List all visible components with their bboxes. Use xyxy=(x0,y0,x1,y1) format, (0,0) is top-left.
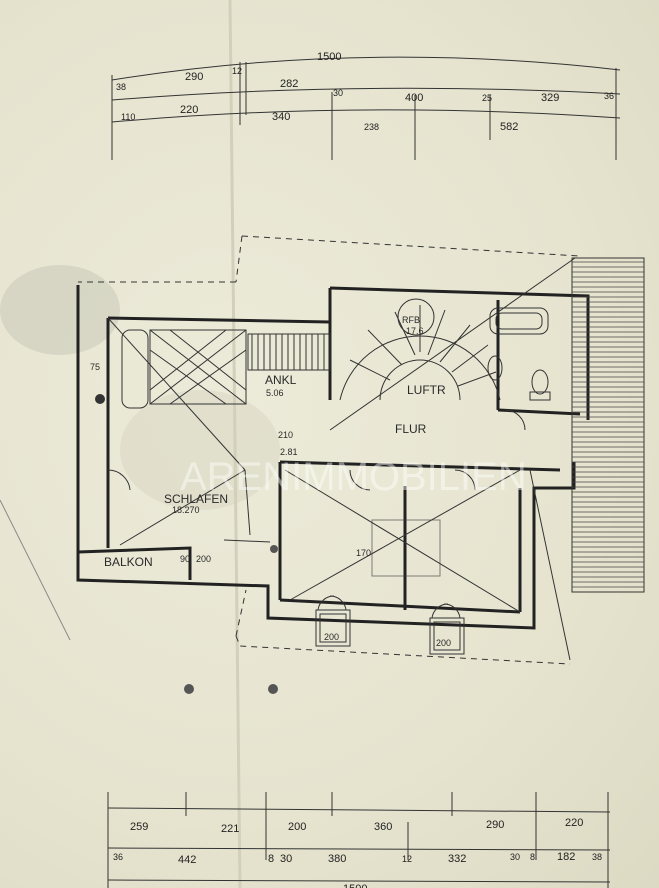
top-dimension-chain xyxy=(111,56,621,160)
dim-label: 582 xyxy=(500,121,518,133)
window-bay-right xyxy=(429,603,465,655)
shower-tray xyxy=(149,329,247,405)
center-dim: 170 xyxy=(356,548,371,558)
dim-label: 200 xyxy=(288,821,306,833)
dim-label: 30 xyxy=(333,88,343,98)
dim-label: 238 xyxy=(364,122,379,132)
window-dim: 75 xyxy=(90,362,100,372)
room-label-ankl: ANKL xyxy=(265,373,297,387)
dim-label: 340 xyxy=(272,111,290,123)
dim-label: 36 xyxy=(604,91,614,101)
room-area-schlafen: 18.270 xyxy=(172,505,200,515)
stair-label-rfb: RFB xyxy=(402,315,420,325)
roof-outline xyxy=(78,235,581,665)
room-label-schlafen: SCHLAFEN xyxy=(164,492,228,506)
stain xyxy=(0,265,120,355)
sill-dim-left: 200 xyxy=(324,632,339,642)
dim-label: 182 xyxy=(557,851,575,863)
marker-dot xyxy=(184,684,194,694)
balcony xyxy=(77,539,271,580)
dim-label: 8 xyxy=(530,852,535,862)
door-swing xyxy=(107,409,526,491)
dim-label: 12 xyxy=(402,854,412,864)
dim-label: 290 xyxy=(185,71,203,83)
watermark: ARENIMMOBILIEN xyxy=(180,455,527,499)
dim-label: 290 xyxy=(486,819,504,831)
dim-label: 30 xyxy=(280,853,292,865)
dim-label: 38 xyxy=(116,82,126,92)
dim-label: 30 xyxy=(510,852,520,862)
room-label-flur: FLUR xyxy=(395,422,427,436)
room-label-balkon: BALKON xyxy=(104,555,153,569)
bottom-dimension-chain xyxy=(107,792,611,888)
dim-label: 8 xyxy=(268,853,274,865)
sill-dim-right: 200 xyxy=(436,638,451,648)
dim-label: 220 xyxy=(180,104,198,116)
dim-label: 12 xyxy=(232,66,242,76)
exterior-walls xyxy=(76,285,590,630)
marker-dot xyxy=(95,394,105,404)
bathtub xyxy=(489,307,549,335)
window-bay-left xyxy=(315,595,351,647)
dim-label: 332 xyxy=(448,853,466,865)
dim-label: 259 xyxy=(130,821,148,833)
dim-label: 360 xyxy=(374,821,392,833)
roof-hatch xyxy=(571,257,645,593)
bathtub-left xyxy=(121,329,149,409)
dim-label: 220 xyxy=(565,817,583,829)
dim-label: 25 xyxy=(482,93,492,103)
stair-value-rfb: 17.6 xyxy=(406,326,424,336)
sink xyxy=(487,355,503,381)
toilet xyxy=(529,369,551,401)
spiral-staircase xyxy=(339,298,501,401)
ankl-extra-dim: 210 xyxy=(278,430,293,440)
dim-label: 400 xyxy=(405,92,423,104)
dim-label: 36 xyxy=(113,852,123,862)
fold-line xyxy=(228,0,242,888)
dim-label: 221 xyxy=(221,823,239,835)
roof-ridge-lines xyxy=(107,257,576,661)
room-label-luftr: LUFTR xyxy=(407,383,446,397)
table xyxy=(371,519,441,577)
dim-label: 329 xyxy=(541,92,559,104)
balkon-dim: 200 xyxy=(196,554,211,564)
ankl-extra-dim2: 2.81 xyxy=(280,447,298,457)
marker-dot xyxy=(268,684,278,694)
dim-label: 380 xyxy=(328,853,346,865)
dim-label: 38 xyxy=(592,852,602,862)
top-total-dimension: 1500 xyxy=(317,51,341,63)
dim-label: 442 xyxy=(178,854,196,866)
wardrobe xyxy=(247,333,331,371)
bottom-total-dimension: 1500 xyxy=(343,883,367,888)
room-area-ankl: 5.06 xyxy=(266,388,284,398)
balkon-dim: 90 xyxy=(180,554,190,564)
marker-dot xyxy=(270,545,278,553)
dim-label: 282 xyxy=(280,78,298,90)
dim-label: 110 xyxy=(121,112,135,122)
fold-line xyxy=(0,499,71,641)
stain xyxy=(120,390,280,510)
